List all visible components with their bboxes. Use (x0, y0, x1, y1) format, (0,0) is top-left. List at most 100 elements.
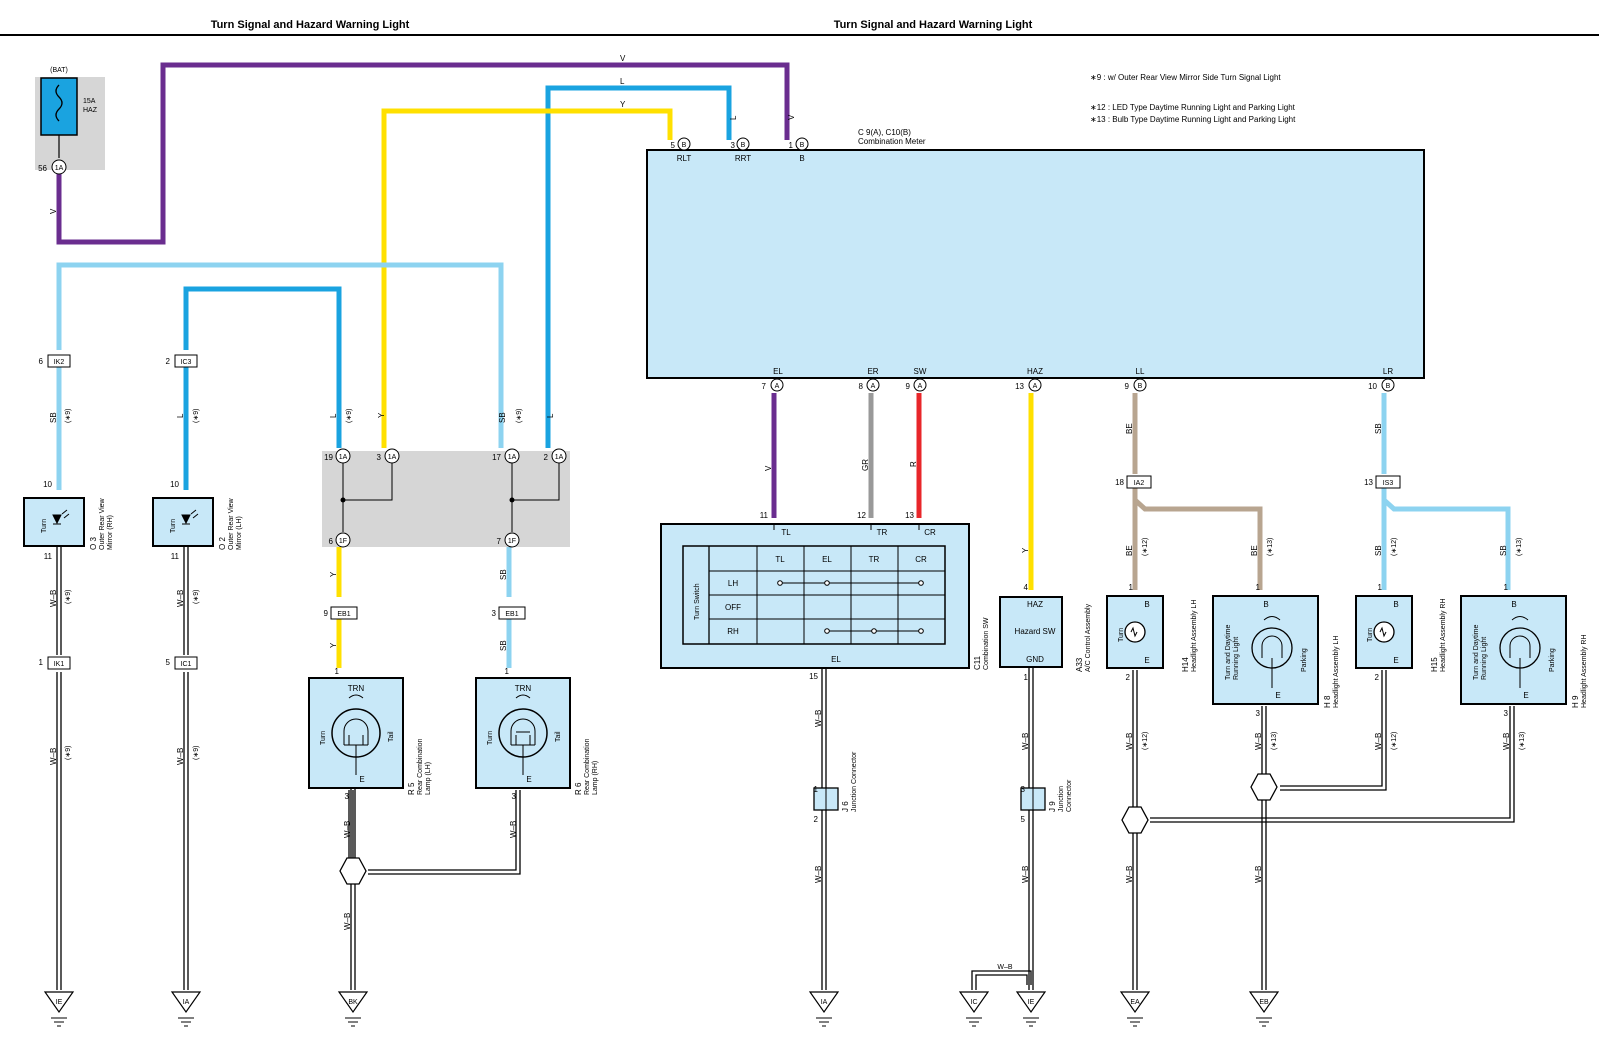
svg-text:2: 2 (1375, 673, 1380, 682)
svg-text:Tail: Tail (555, 731, 562, 742)
svg-text:Parking: Parking (1549, 648, 1556, 672)
svg-text:IK1: IK1 (54, 661, 65, 668)
svg-text:TR: TR (877, 528, 888, 537)
ground-icon-ea: EA (1119, 991, 1151, 1027)
svg-text:11: 11 (171, 552, 180, 561)
svg-text:Y: Y (329, 571, 338, 577)
headlight-h15: 1 B E Turn 2 H15 Headlight Assembly RH (1355, 583, 1447, 682)
svg-text:EL: EL (831, 655, 841, 664)
svg-text:13: 13 (1015, 382, 1024, 391)
svg-text:B: B (1386, 383, 1391, 390)
svg-text:Headlight Assembly RH: Headlight Assembly RH (1440, 598, 1447, 672)
svg-text:C11: C11 (973, 655, 982, 670)
svg-text:7: 7 (497, 537, 502, 546)
svg-text:2: 2 (544, 453, 549, 462)
svg-text:IK2: IK2 (54, 359, 65, 366)
splice-rear (339, 857, 367, 885)
svg-text:Headlight Assembly LH: Headlight Assembly LH (1191, 600, 1198, 672)
svg-text:GND: GND (1026, 655, 1044, 664)
wire-tags: V L Y V L V SB (∗9) L (∗9) L (∗9) Y SB (… (49, 54, 1526, 930)
svg-text:Outer Rear View: Outer Rear View (228, 497, 235, 550)
svg-text:H15: H15 (1430, 657, 1439, 672)
svg-text:(∗9): (∗9) (346, 409, 353, 423)
svg-text:GR: GR (861, 459, 870, 471)
svg-text:O 2: O 2 (218, 537, 227, 550)
svg-text:15: 15 (809, 672, 818, 681)
svg-text:5: 5 (671, 141, 676, 150)
svg-text:SB: SB (1499, 545, 1508, 556)
svg-text:3: 3 (512, 792, 517, 801)
svg-text:9: 9 (906, 382, 911, 391)
hazard-switch: 4 HAZ Hazard SW GND 1 A33 A/C Control As… (999, 583, 1092, 682)
svg-text:BE: BE (1125, 423, 1134, 434)
svg-text:3: 3 (1256, 709, 1261, 718)
svg-text:SB: SB (1374, 545, 1383, 556)
svg-text:IA2: IA2 (1134, 480, 1145, 487)
svg-text:7: 7 (762, 382, 767, 391)
mirror-o3: 6 IK2 10 Turn 11 O 3 Outer Rear View Mir… (23, 354, 114, 670)
svg-text:L: L (546, 413, 555, 418)
svg-text:Connector: Connector (1066, 779, 1073, 812)
svg-text:9: 9 (1125, 382, 1130, 391)
svg-text:HAZ: HAZ (1027, 600, 1043, 609)
svg-text:LH: LH (728, 579, 738, 588)
svg-text:V: V (787, 114, 796, 120)
junction-connector-j6: 1 2 J 6 Junction Connector (813, 751, 858, 824)
svg-text:4: 4 (1024, 583, 1029, 592)
svg-text:V: V (49, 208, 58, 214)
svg-text:W–B: W–B (49, 748, 58, 765)
svg-text:(∗9): (∗9) (65, 590, 72, 604)
svg-text:11: 11 (44, 552, 53, 561)
svg-text:(∗9): (∗9) (65, 409, 72, 423)
svg-text:1A: 1A (555, 454, 564, 461)
svg-text:19: 19 (324, 453, 333, 462)
svg-text:SB: SB (49, 412, 58, 423)
headlight-connectors: 18 IA2 13 IS3 (1115, 475, 1401, 489)
svg-text:Junction: Junction (1058, 786, 1065, 812)
svg-text:B: B (799, 154, 804, 163)
grounds: IE IA BK IA IC IE EA EB (43, 991, 1280, 1027)
svg-text:3: 3 (1021, 785, 1026, 794)
svg-text:W–B: W–B (1021, 866, 1030, 883)
svg-text:W–B: W–B (814, 866, 823, 883)
svg-text:W–B: W–B (343, 913, 352, 930)
ground-icon-ie: IE (43, 991, 75, 1027)
svg-text:BE: BE (1250, 545, 1259, 556)
ground-icon-bk: BK (337, 991, 369, 1027)
svg-text:11: 11 (760, 511, 769, 520)
svg-text:3: 3 (345, 792, 350, 801)
svg-text:W–B: W–B (343, 821, 352, 838)
svg-text:A: A (1033, 383, 1038, 390)
svg-text:TL: TL (775, 555, 785, 564)
svg-text:Turn: Turn (170, 519, 177, 533)
svg-text:12: 12 (857, 511, 866, 520)
mirror-lh-box (152, 497, 214, 547)
svg-text:IS3: IS3 (1383, 480, 1394, 487)
svg-text:W–B: W–B (997, 964, 1013, 971)
svg-text:(∗12): (∗12) (1142, 732, 1149, 750)
svg-text:J 6: J 6 (841, 801, 850, 812)
svg-text:Outer Rear View: Outer Rear View (99, 497, 106, 550)
svg-text:6: 6 (39, 357, 44, 366)
svg-text:HAZ: HAZ (1027, 367, 1043, 376)
svg-text:Headlight Assembly LH: Headlight Assembly LH (1333, 636, 1340, 708)
svg-text:EL: EL (822, 555, 832, 564)
svg-text:ER: ER (867, 367, 878, 376)
svg-text:W–B: W–B (1125, 733, 1134, 750)
svg-text:BE: BE (1125, 545, 1134, 556)
wire-sb-ik2 (56, 262, 504, 448)
svg-text:V: V (620, 54, 626, 63)
fuse-icon (40, 77, 78, 136)
svg-text:1: 1 (1504, 583, 1509, 592)
led-icon (52, 514, 62, 525)
svg-text:Y: Y (377, 412, 386, 418)
headlight-h8: 1 B E Turn and Daytime Running Light Par… (1212, 583, 1340, 718)
svg-text:(∗9): (∗9) (193, 590, 200, 604)
svg-text:Turn and Daytime: Turn and Daytime (1473, 625, 1480, 680)
svg-text:(∗12): (∗12) (1142, 538, 1149, 556)
svg-text:TL: TL (781, 528, 791, 537)
svg-text:(∗9): (∗9) (193, 409, 200, 423)
svg-text:1: 1 (39, 658, 44, 667)
svg-text:A/C Control Assembly: A/C Control Assembly (1085, 603, 1092, 672)
svg-text:CR: CR (924, 528, 936, 537)
